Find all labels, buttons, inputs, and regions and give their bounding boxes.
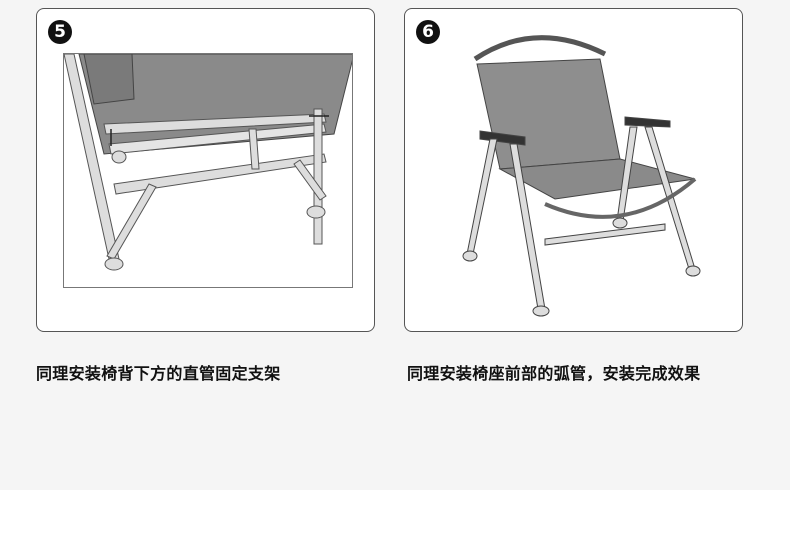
step-5-caption: 同理安装椅背下方的直管固定支架 (36, 364, 281, 383)
chair-underside-diagram (64, 54, 352, 271)
assembled-chair-diagram (462, 35, 701, 317)
step-6-panel: 6 (404, 8, 743, 332)
step-5-badge: 5 (48, 20, 72, 44)
step-6-caption: 同理安装椅座前部的弧管，安装完成效果 (407, 364, 701, 383)
step-5-illustration (63, 53, 353, 288)
step-5-panel: 5 (36, 8, 375, 332)
step-6-badge: 6 (416, 20, 440, 44)
